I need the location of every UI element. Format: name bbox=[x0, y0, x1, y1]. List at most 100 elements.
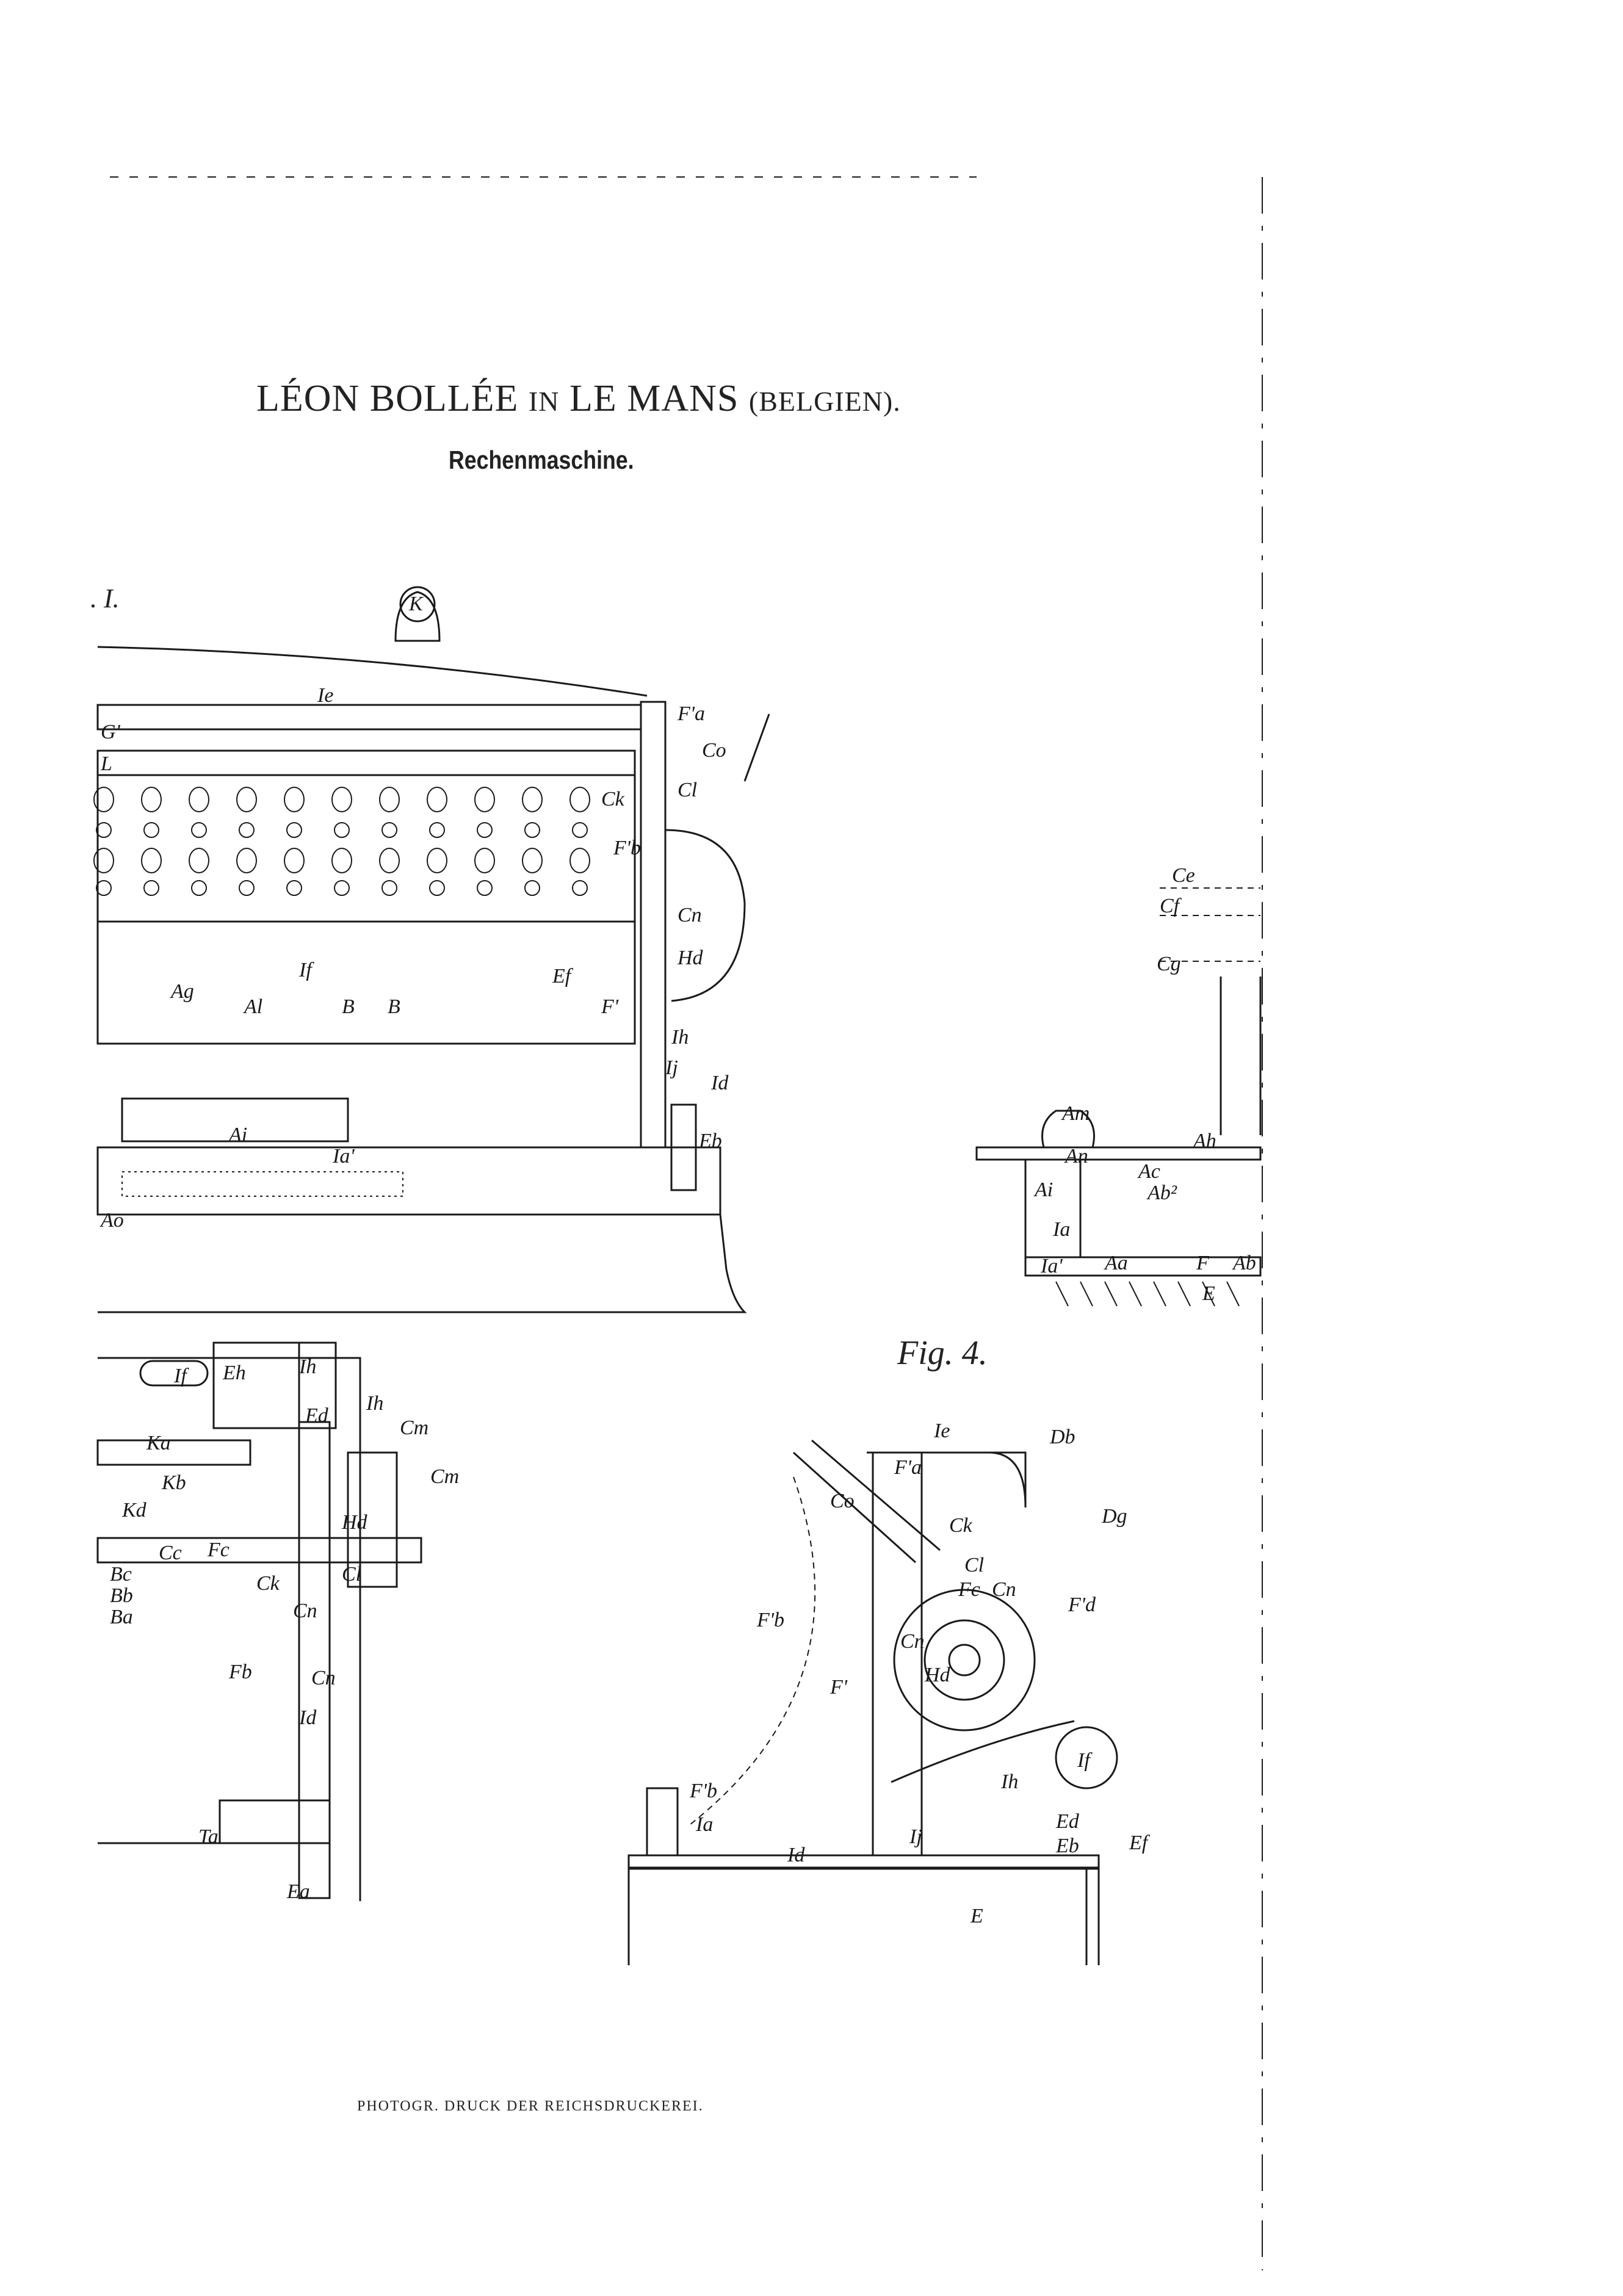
dial-mark bbox=[572, 822, 588, 838]
label-cm: Cm bbox=[400, 1417, 428, 1439]
label-ef-f4: Ef bbox=[1129, 1832, 1151, 1854]
fig1-carriage bbox=[96, 920, 636, 1045]
fig-bl-block-ta bbox=[219, 1799, 331, 1844]
patent-title: LÉON BOLLÉE IN LE MANS (BELGIEN). bbox=[256, 377, 900, 421]
fig1-knob-cap bbox=[399, 586, 436, 623]
label-cg: Cg bbox=[1157, 953, 1181, 975]
label-fd-f4: F'd bbox=[1068, 1594, 1096, 1616]
dial-mark bbox=[236, 787, 257, 812]
label-cn2-f4: Cn bbox=[900, 1630, 925, 1653]
fig1-crank-wheel bbox=[665, 829, 746, 1002]
label-bc: Bc bbox=[110, 1563, 132, 1586]
label-fb2-f4: F'b bbox=[689, 1780, 717, 1802]
fig1-dial-rows bbox=[93, 787, 590, 896]
label-fa: F'a bbox=[677, 702, 705, 725]
label-ih-f4: Ih bbox=[1000, 1771, 1018, 1793]
dial-mark bbox=[427, 787, 447, 812]
label-eb: Eb bbox=[698, 1130, 722, 1152]
dial-mark bbox=[522, 848, 543, 873]
fig1-rack bbox=[121, 1171, 403, 1197]
fig-bl-column bbox=[298, 1421, 331, 1899]
fig4-shaft-if bbox=[1055, 1726, 1118, 1789]
fig4-crank-co-2 bbox=[811, 1439, 941, 1551]
fig4-side-view: Ie Db F'a Co Dg Ck Cl Fc Cn F'd F'b Cn H… bbox=[627, 1420, 1151, 1965]
label-f-f4: F' bbox=[830, 1676, 848, 1699]
dial-mark bbox=[524, 880, 540, 896]
label-ta: Ta bbox=[198, 1825, 219, 1848]
dial-mark bbox=[93, 848, 114, 873]
fig-bottom-left-plan-view: If Eh Ih Ed Ih Cm Cm Ka Kb Kd Hd Cc Fc B… bbox=[96, 1341, 459, 1903]
label-ia-f4: Ia bbox=[695, 1813, 713, 1836]
label-ck-bl: Ck bbox=[256, 1572, 280, 1595]
label-ck: Ck bbox=[601, 788, 625, 810]
label-al: Al bbox=[243, 995, 262, 1018]
label-b1: B bbox=[342, 995, 355, 1018]
inventor-city: LE MANS bbox=[569, 378, 739, 419]
label-db: Db bbox=[1049, 1426, 1075, 1448]
fig1-machine-front-view: K Ie F'a G' L Co Ck Cl F'b Cn Hd Ef If A… bbox=[93, 586, 770, 1313]
dial-mark bbox=[143, 880, 159, 896]
label-fa-f4: F'a bbox=[894, 1456, 922, 1479]
dial-mark bbox=[286, 822, 302, 838]
label-cl-f4: Cl bbox=[964, 1554, 984, 1576]
label-id: Id bbox=[710, 1072, 729, 1094]
dial-mark bbox=[572, 880, 588, 896]
label-ie: Ie bbox=[317, 684, 333, 707]
dial-mark bbox=[474, 848, 495, 873]
dial-mark bbox=[189, 787, 209, 812]
label-ac: Ac bbox=[1137, 1160, 1160, 1183]
fig4-lever-ih bbox=[891, 1720, 1075, 1783]
label-fb-bl: Fb bbox=[228, 1661, 252, 1683]
label-if: If bbox=[298, 959, 314, 981]
dial-mark bbox=[334, 880, 350, 896]
fig-bl-outline bbox=[98, 1357, 361, 1901]
dial-mark bbox=[191, 822, 207, 838]
fig1-side-frame bbox=[640, 701, 667, 1149]
label-ao: Ao bbox=[99, 1209, 124, 1232]
label-ij: Ij bbox=[665, 1056, 678, 1079]
fig1-top-bar bbox=[96, 704, 642, 731]
fig1-knob bbox=[394, 591, 441, 642]
dial-mark bbox=[239, 880, 255, 896]
label-fb-f4: F'b bbox=[756, 1609, 784, 1631]
label-ai-right: Ai bbox=[1033, 1179, 1053, 1201]
label-hd-bl: Hd bbox=[341, 1511, 368, 1534]
fig4-label: Fig. 4. bbox=[897, 1334, 988, 1372]
fig4-base-table bbox=[627, 1866, 1100, 1965]
fig-right-ground-hatch bbox=[1055, 1275, 1260, 1307]
dial-mark bbox=[569, 848, 590, 873]
fig1-crank-handle bbox=[743, 713, 770, 782]
dial-mark bbox=[331, 787, 352, 812]
fig-bl-box-ih bbox=[298, 1341, 337, 1429]
label-cl: Cl bbox=[678, 779, 697, 801]
fig4-gear-axle bbox=[948, 1644, 981, 1677]
fig1-bar-l bbox=[96, 749, 636, 776]
dial-mark bbox=[429, 880, 445, 896]
label-ea: Ea bbox=[286, 1880, 310, 1903]
label-e-f4: E bbox=[970, 1905, 983, 1927]
dial-mark bbox=[379, 848, 400, 873]
fig-bl-box-eh bbox=[212, 1341, 300, 1429]
label-g: G' bbox=[101, 721, 121, 743]
label-co: Co bbox=[702, 739, 726, 762]
label-eb-f4: Eb bbox=[1055, 1835, 1079, 1857]
dial-mark bbox=[96, 822, 112, 838]
label-ce: Ce bbox=[1172, 864, 1195, 887]
label-ia-right: Ia bbox=[1052, 1218, 1070, 1241]
fig-right-column bbox=[1220, 977, 1262, 1135]
label-ed: Ed bbox=[305, 1404, 329, 1427]
label-bb: Bb bbox=[110, 1584, 133, 1607]
label-kb: Kb bbox=[161, 1471, 186, 1494]
label-fc: Fc bbox=[207, 1539, 230, 1561]
dial-mark bbox=[141, 787, 162, 812]
fig4-gear-wheel bbox=[893, 1589, 1036, 1731]
fig1-cover-arc bbox=[97, 646, 648, 697]
label-fc-f4: Fc bbox=[958, 1578, 980, 1601]
fig-right-section-view: Ce Cf Cg Am An Ah Ac Ai Ab² Ia Ia' Aa F … bbox=[975, 864, 1262, 1307]
label-b2: B bbox=[388, 995, 400, 1018]
label-ai: Ai bbox=[228, 1124, 247, 1146]
dial-mark bbox=[429, 822, 445, 838]
dial-mark bbox=[522, 787, 543, 812]
label-ih: Ih bbox=[671, 1026, 689, 1049]
fig1-base-rail bbox=[96, 1146, 721, 1216]
